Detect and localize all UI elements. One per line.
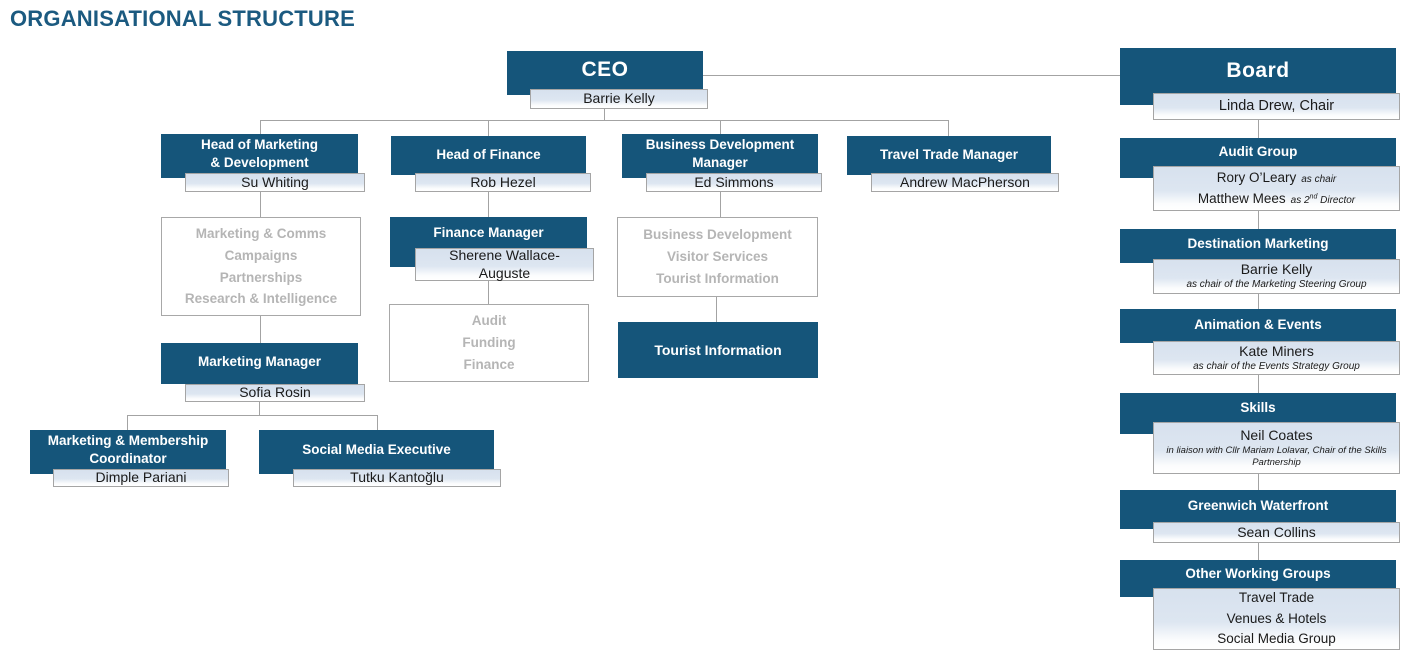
- connector-bus-bdm: [720, 120, 721, 134]
- node-head-marketing: Head of Marketing & Development: [161, 134, 358, 178]
- group-line: Social Media Group: [1217, 631, 1336, 647]
- role-note: as chair of the Events Strategy Group: [1193, 360, 1360, 372]
- node-bd-functions: Business Development Visitor Services To…: [617, 217, 818, 297]
- node-animation-events: Animation & Events: [1120, 309, 1396, 343]
- connector-functions-mktmanager: [260, 316, 261, 343]
- connector-mktmanager-down: [259, 402, 260, 415]
- function-line: Partnerships: [219, 269, 303, 285]
- node-social-media-executive: Social Media Executive: [259, 430, 494, 474]
- node-finance-manager-person: Sherene Wallace- Auguste: [415, 247, 594, 281]
- node-travel-trade-manager: Travel Trade Manager: [847, 136, 1051, 175]
- node-social-media-executive-person: Tutku Kantoğlu: [293, 469, 501, 487]
- function-line: Campaigns: [224, 247, 298, 263]
- role-note: in liaison with Cllr Mariam Lolavar, Cha…: [1166, 445, 1387, 469]
- node-ceo-person: Barrie Kelly: [530, 89, 708, 109]
- connector-ceo-board: [703, 75, 1120, 76]
- node-destination-marketing: Destination Marketing: [1120, 229, 1396, 263]
- connector-finance-finmanager: [488, 192, 489, 217]
- connector-finmanager-functions: [488, 281, 489, 304]
- connector-bus-ttm: [948, 120, 949, 136]
- connector-functions-touristinfo: [716, 297, 717, 322]
- node-skills-person: Neil Coates in liaison with Cllr Mariam …: [1153, 422, 1400, 474]
- function-line: Business Development: [643, 227, 792, 243]
- connector-mkt-bus: [127, 415, 377, 416]
- node-marketing-functions: Marketing & Comms Campaigns Partnerships…: [161, 217, 361, 316]
- function-line: Marketing & Comms: [195, 225, 327, 241]
- connector-bus-finance: [488, 120, 489, 136]
- node-ceo: CEO: [507, 51, 703, 95]
- connector-board-audit: [1258, 120, 1259, 138]
- node-marketing-manager-person: Sofia Rosin: [185, 384, 365, 402]
- connector-marketing-functions: [260, 192, 261, 217]
- connector-greenwich-owg: [1258, 543, 1259, 560]
- function-line: Visitor Services: [666, 249, 769, 265]
- connector-animation-skills: [1258, 375, 1259, 393]
- connector-bdm-functions: [720, 192, 721, 217]
- node-destination-marketing-person: Barrie Kelly as chair of the Marketing S…: [1153, 259, 1400, 294]
- connector-bus-marketing: [260, 120, 261, 134]
- connector-row2-bus: [260, 120, 949, 121]
- node-marketing-manager: Marketing Manager: [161, 343, 358, 384]
- node-ceo-title: CEO: [581, 58, 629, 82]
- connector-bus-socialmedia: [377, 415, 378, 430]
- connector-destmkt-animation: [1258, 294, 1259, 309]
- connector-bus-coordinator: [127, 415, 128, 430]
- node-head-finance: Head of Finance: [391, 136, 586, 175]
- connector-skills-greenwich: [1258, 474, 1259, 490]
- node-other-working-groups-list: Travel Trade Venues & Hotels Social Medi…: [1153, 588, 1400, 650]
- function-line: Tourist Information: [656, 270, 779, 286]
- function-line: Finance: [463, 356, 515, 372]
- node-head-finance-person: Rob Hezel: [415, 173, 591, 192]
- function-line: Funding: [462, 335, 516, 351]
- node-board-person: Linda Drew, Chair: [1153, 93, 1400, 120]
- node-marketing-membership-coordinator-person: Dimple Pariani: [53, 469, 229, 487]
- node-business-dev-manager: Business Development Manager: [622, 134, 818, 178]
- node-board-title: Board: [1226, 58, 1290, 82]
- group-line: Travel Trade: [1238, 589, 1315, 605]
- connector-ceo-down: [604, 109, 605, 120]
- function-line: Audit: [471, 313, 507, 329]
- node-marketing-membership-coordinator: Marketing & Membership Coordinator: [30, 430, 226, 474]
- node-greenwich-waterfront-person: Sean Collins: [1153, 522, 1400, 543]
- connector-audit-destmkt: [1258, 211, 1259, 229]
- node-travel-trade-manager-person: Andrew MacPherson: [871, 173, 1059, 192]
- page-title: ORGANISATIONAL STRUCTURE: [10, 6, 355, 31]
- role-note: as chair of the Marketing Steering Group: [1186, 279, 1367, 291]
- function-line: Research & Intelligence: [184, 291, 338, 307]
- node-tourist-information: Tourist Information: [618, 322, 818, 378]
- node-business-dev-manager-person: Ed Simmons: [646, 173, 822, 192]
- node-animation-events-person: Kate Miners as chair of the Events Strat…: [1153, 341, 1400, 375]
- group-line: Venues & Hotels: [1226, 610, 1327, 626]
- node-head-marketing-person: Su Whiting: [185, 173, 365, 192]
- node-finance-functions: Audit Funding Finance: [389, 304, 589, 382]
